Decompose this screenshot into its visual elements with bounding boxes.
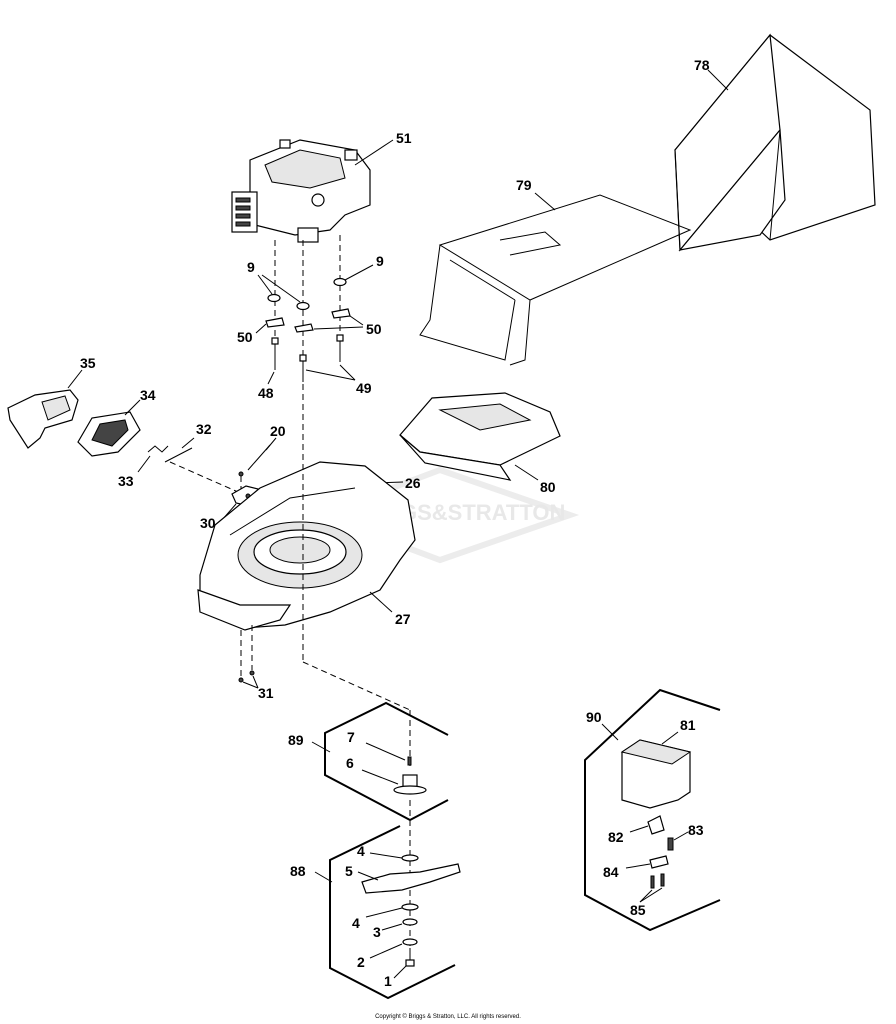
part-3-stiffener[interactable] xyxy=(402,918,418,926)
copyright-notice: Copyright © Briggs & Stratton, LLC. All … xyxy=(375,1014,521,1020)
part-84-bracket[interactable] xyxy=(649,855,669,869)
label-26: 26 xyxy=(405,475,421,491)
part-50-clip-left[interactable] xyxy=(265,317,285,328)
part-81-mulch-plug[interactable] xyxy=(620,739,692,809)
part-50-clip-right[interactable] xyxy=(331,308,351,319)
label-82: 82 xyxy=(608,829,624,845)
part-35-rear-flap[interactable] xyxy=(7,389,79,449)
part-33-spring[interactable] xyxy=(147,445,169,453)
part-4-washer-bottom[interactable] xyxy=(401,903,419,911)
label-4-bottom: 4 xyxy=(352,915,360,931)
label-83: 83 xyxy=(688,822,704,838)
part-82-latch[interactable] xyxy=(647,815,665,835)
label-50-right: 50 xyxy=(366,321,382,337)
label-50-left: 50 xyxy=(237,329,253,345)
label-9-left: 9 xyxy=(247,259,255,275)
label-89: 89 xyxy=(288,732,304,748)
part-31-screw-right[interactable] xyxy=(249,670,255,676)
label-78: 78 xyxy=(694,57,710,73)
part-79-bag-frame[interactable] xyxy=(419,194,692,366)
label-84: 84 xyxy=(603,864,619,880)
label-3: 3 xyxy=(373,924,381,940)
part-83-spring[interactable] xyxy=(667,837,674,851)
part-49-bolt-right[interactable] xyxy=(336,334,344,362)
label-48: 48 xyxy=(258,385,274,401)
part-9-nut-right[interactable] xyxy=(333,277,347,287)
group-89-outline xyxy=(324,701,449,822)
label-49: 49 xyxy=(356,380,372,396)
label-81: 81 xyxy=(680,717,696,733)
label-5: 5 xyxy=(345,863,353,879)
label-35: 35 xyxy=(80,355,96,371)
part-49-bolt-center[interactable] xyxy=(299,354,307,382)
label-80: 80 xyxy=(540,479,556,495)
label-9-right: 9 xyxy=(376,253,384,269)
label-2: 2 xyxy=(357,954,365,970)
part-32-rod[interactable] xyxy=(164,447,193,463)
part-80-mulch-door[interactable] xyxy=(399,392,561,481)
part-9-nut-center[interactable] xyxy=(296,301,310,311)
part-85-screw-left[interactable] xyxy=(650,875,655,889)
part-2-washer[interactable] xyxy=(402,938,418,946)
part-20-pin[interactable] xyxy=(238,444,271,477)
label-88: 88 xyxy=(290,863,306,879)
part-1-blade-bolt[interactable] xyxy=(405,948,415,967)
label-4-top: 4 xyxy=(357,843,365,859)
part-6-blade-adapter[interactable] xyxy=(393,774,427,795)
part-51-engine[interactable] xyxy=(231,139,371,243)
label-20: 20 xyxy=(270,423,286,439)
part-78-grass-bag[interactable] xyxy=(674,33,876,252)
label-79: 79 xyxy=(516,177,532,193)
part-85-screw-right[interactable] xyxy=(660,873,665,887)
label-34: 34 xyxy=(140,387,156,403)
label-33: 33 xyxy=(118,473,134,489)
label-90: 90 xyxy=(586,709,602,725)
group-90-outline xyxy=(584,688,721,932)
label-7: 7 xyxy=(347,729,355,745)
part-4-washer-top[interactable] xyxy=(401,854,419,862)
part-50-clip-center[interactable] xyxy=(294,323,314,333)
part-34-deflector[interactable] xyxy=(77,411,141,457)
part-48-bolt[interactable] xyxy=(271,337,279,370)
part-7-key[interactable] xyxy=(407,756,412,766)
part-5-blade[interactable] xyxy=(361,863,461,894)
label-51: 51 xyxy=(396,130,412,146)
label-27: 27 xyxy=(395,611,411,627)
label-30: 30 xyxy=(200,515,216,531)
part-31-screw-left[interactable] xyxy=(238,677,244,683)
label-85: 85 xyxy=(630,902,646,918)
label-31: 31 xyxy=(258,685,274,701)
label-32: 32 xyxy=(196,421,212,437)
label-1: 1 xyxy=(384,973,392,989)
label-6: 6 xyxy=(346,755,354,771)
group-88-outline xyxy=(329,825,456,1000)
part-9-nut-left[interactable] xyxy=(267,293,281,303)
part-27-mower-deck[interactable] xyxy=(197,461,416,631)
